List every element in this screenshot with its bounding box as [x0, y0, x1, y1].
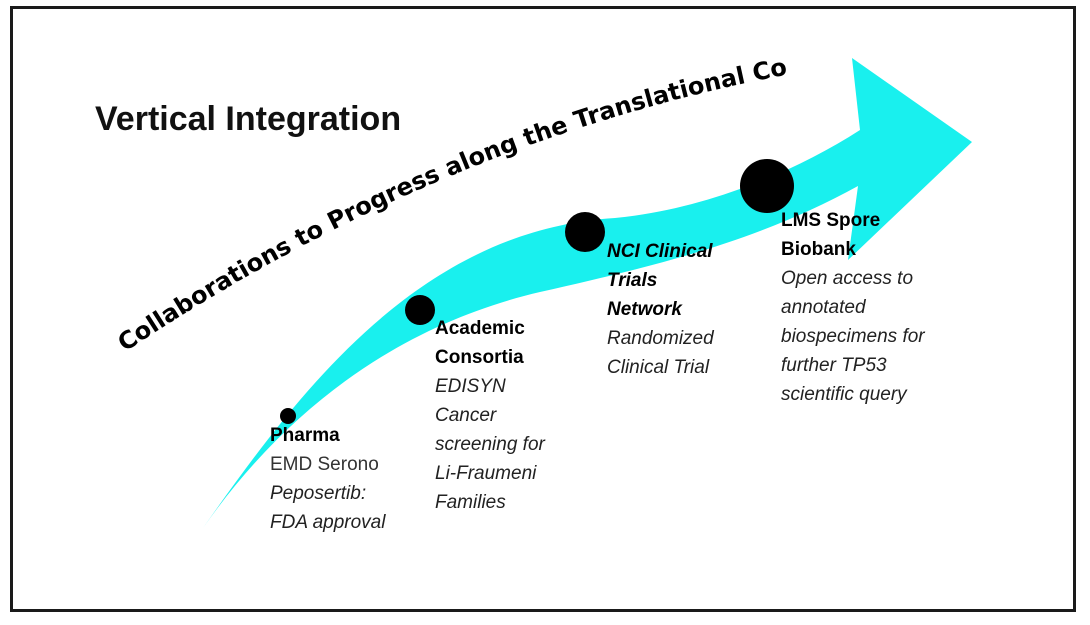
milestone-pharma: Pharma EMD Serono Peposertib: FDA approv…	[270, 421, 385, 537]
milestone-dot-nci	[565, 212, 605, 252]
milestone-detail: further TP53	[781, 355, 887, 376]
milestone-detail: Peposertib:	[270, 483, 367, 504]
milestone-heading: Academic	[435, 318, 525, 339]
milestone-detail: Open access to	[781, 268, 914, 289]
milestone-heading: LMS Spore	[781, 210, 881, 231]
milestone-detail: scientific query	[781, 384, 907, 405]
milestone-detail: Li-Fraumeni	[435, 463, 537, 484]
milestone-dot-pharma	[280, 408, 296, 424]
milestone-heading: Network	[607, 299, 682, 320]
milestone-detail: FDA approval	[270, 512, 386, 533]
milestone-detail: Cancer	[435, 405, 497, 426]
milestone-detail: annotated	[781, 297, 866, 318]
milestone-heading: NCI Clinical	[607, 241, 713, 262]
milestone-dot-biobank	[740, 159, 794, 213]
milestone-biobank: LMS Spore Biobank Open access to annotat…	[781, 206, 925, 409]
milestone-partner: EMD Serono	[270, 454, 379, 475]
milestone-detail: Families	[435, 492, 506, 513]
milestone-heading: Consortia	[435, 347, 524, 368]
milestone-heading: Pharma	[270, 425, 340, 446]
milestone-detail: EDISYN	[435, 376, 506, 397]
milestone-heading: Biobank	[781, 239, 856, 260]
milestone-academic: Academic Consortia EDISYN Cancer screeni…	[435, 314, 545, 517]
milestone-heading: Trials	[607, 270, 658, 291]
page-title: Vertical Integration	[95, 100, 402, 138]
milestone-detail: Randomized	[607, 328, 714, 349]
milestone-detail: biospecimens for	[781, 326, 925, 347]
milestone-dot-academic	[405, 295, 435, 325]
milestone-nci: NCI Clinical Trials Network Randomized C…	[607, 237, 714, 382]
milestone-detail: Clinical Trial	[607, 357, 710, 378]
milestone-detail: screening for	[435, 434, 545, 455]
